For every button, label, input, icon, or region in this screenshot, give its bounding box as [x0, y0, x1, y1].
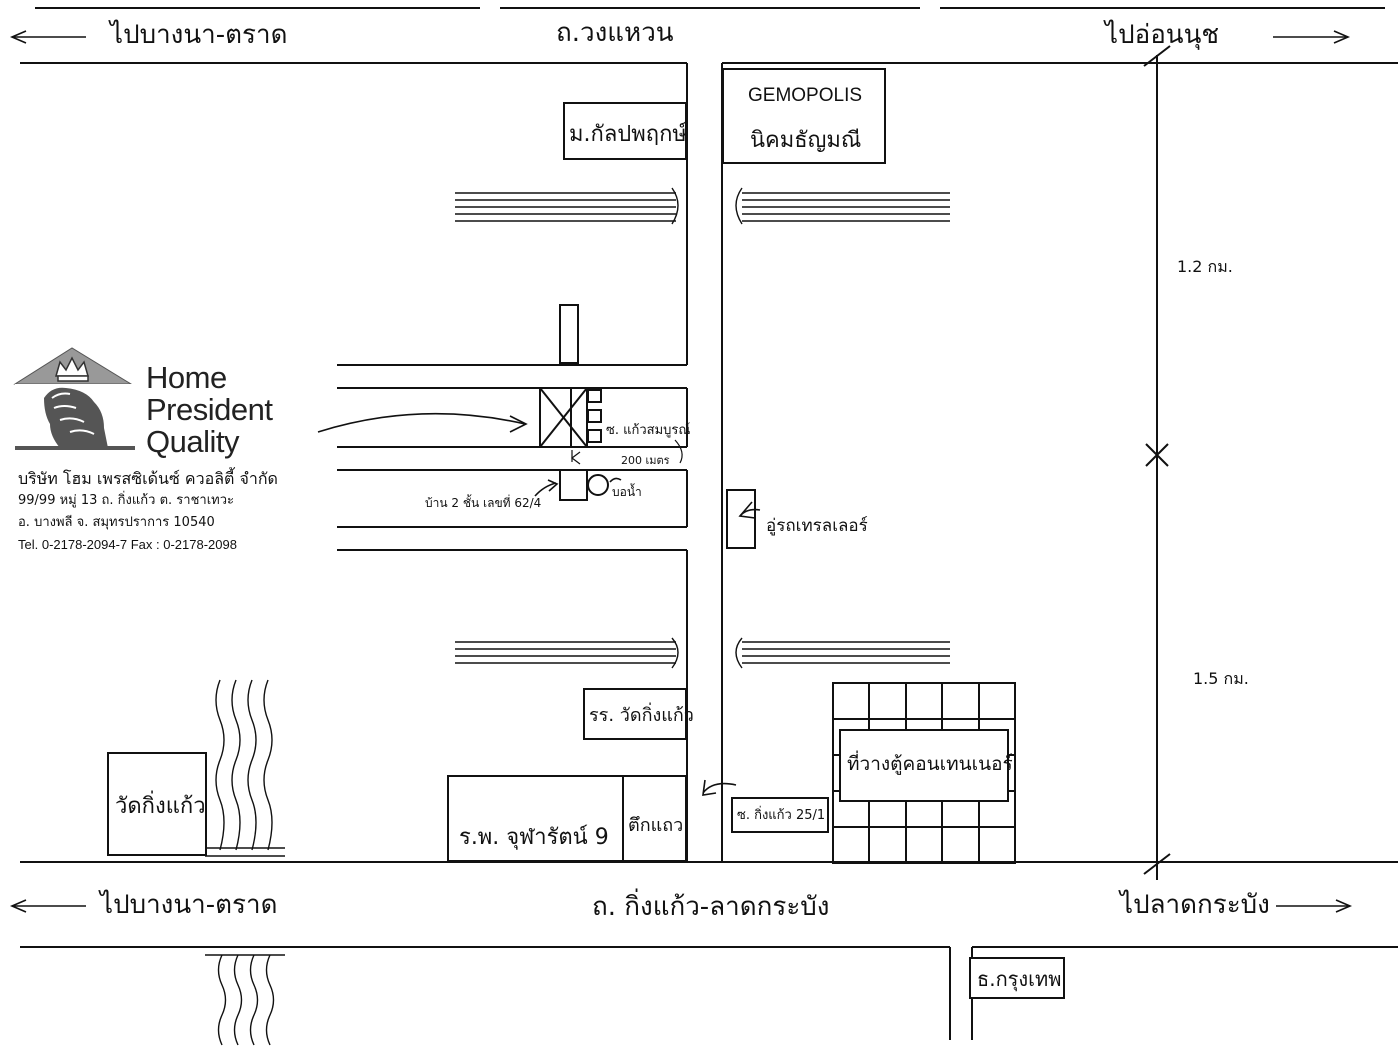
village-box: ม.กัลปพฤกษ์	[563, 102, 687, 160]
house-62-4	[559, 469, 588, 501]
brand-name-line3: Quality	[146, 424, 239, 459]
company-phone: Tel. 0-2178-2094-7 Fax : 0-2178-2098	[18, 537, 237, 552]
canal-vertical	[205, 679, 285, 1046]
distance-1-2km-label: 1.2 กม.	[1177, 257, 1233, 276]
container-yard-label: ที่วางตู้คอนเทนเนอร์	[847, 753, 1013, 775]
distance-tick	[1143, 45, 1171, 67]
gemopolis-box: GEMOPOLIS นิคมธัญมณี	[722, 68, 886, 164]
distance-200m-label: 200 เมตร	[621, 454, 670, 467]
well-label: บอน้ำ	[612, 485, 642, 499]
container-yard-box: ที่วางตู้คอนเทนเนอร์	[839, 729, 1013, 802]
temple-label: วัดกิ่งแก้ว	[115, 794, 206, 819]
company-address-line1: 99/99 หมู่ 13 ถ. กิ่งแก้ว ต. ราชาเทวะ	[18, 493, 234, 508]
gemopolis-label: GEMOPOLIS	[748, 85, 863, 106]
direction-bangna-trat-bottom: ไปบางนา-ตราด	[100, 890, 278, 920]
distance-200m	[571, 439, 683, 465]
company-logo	[13, 347, 135, 450]
ring-road-label: ถ.วงแหวน	[556, 18, 674, 48]
hospital-box: ร.พ. จุฬารัตน์ 9	[447, 775, 624, 862]
jewelry-estate-label: นิคมธัญมณี	[750, 128, 862, 153]
school-box: รร. วัดกิ่งแก้ว	[583, 688, 694, 740]
shophouse-label: ตึกแถว	[628, 815, 684, 836]
kingkaew-road-label: ถ. กิ่งแก้ว-ลาดกระบัง	[592, 892, 830, 922]
direction-onnut: ไปอ่อนนุช	[1105, 20, 1220, 50]
bank-box: ธ.กรุงเทพ	[969, 957, 1065, 999]
company-address-line2: อ. บางพลี จ. สมุทรปราการ 10540	[18, 515, 215, 530]
direction-lat-krabang: ไปลาดกระบัง	[1120, 890, 1270, 920]
distance-tick	[1145, 443, 1169, 467]
shophouse-box: ตึกแถว	[622, 775, 687, 862]
distance-1-5km-label: 1.5 กม.	[1193, 669, 1249, 688]
brand-name-line1: Home	[146, 360, 227, 395]
hospital-label: ร.พ. จุฬารัตน์ 9	[459, 825, 609, 850]
bank-label: ธ.กรุงเทพ	[977, 967, 1062, 991]
trailer-garage-label: อู่รถเทรลเลอร์	[766, 516, 868, 536]
soi-25-1-box: ซ. กิ่งแก้ว 25/1	[731, 797, 829, 833]
canal	[455, 187, 950, 669]
brand-name-line2: President	[146, 392, 273, 427]
well-icon	[587, 474, 609, 496]
direction-bangna-trat-top: ไปบางนา-ตราด	[110, 20, 288, 50]
distance-tick	[1143, 853, 1171, 875]
company-name: บริษัท โฮม เพรสซิเด้นซ์ ควอลิตี้ จำกัด	[18, 469, 278, 488]
trailer-garage	[726, 489, 756, 549]
soi-25-1-label: ซ. กิ่งแก้ว 25/1	[737, 808, 826, 823]
building-small	[559, 304, 579, 364]
school-label: รร. วัดกิ่งแก้ว	[589, 705, 694, 726]
soi-kaew-label: ซ. แก้วสมบูรณ์	[606, 423, 691, 438]
village-label: ม.กัลปพฤกษ์	[569, 122, 687, 147]
office-building	[539, 387, 602, 448]
house-62-4-label: บ้าน 2 ชั้น เลขที่ 62/4	[425, 496, 542, 510]
pointer-arrows	[317, 412, 761, 796]
temple-box: วัดกิ่งแก้ว	[107, 752, 207, 856]
